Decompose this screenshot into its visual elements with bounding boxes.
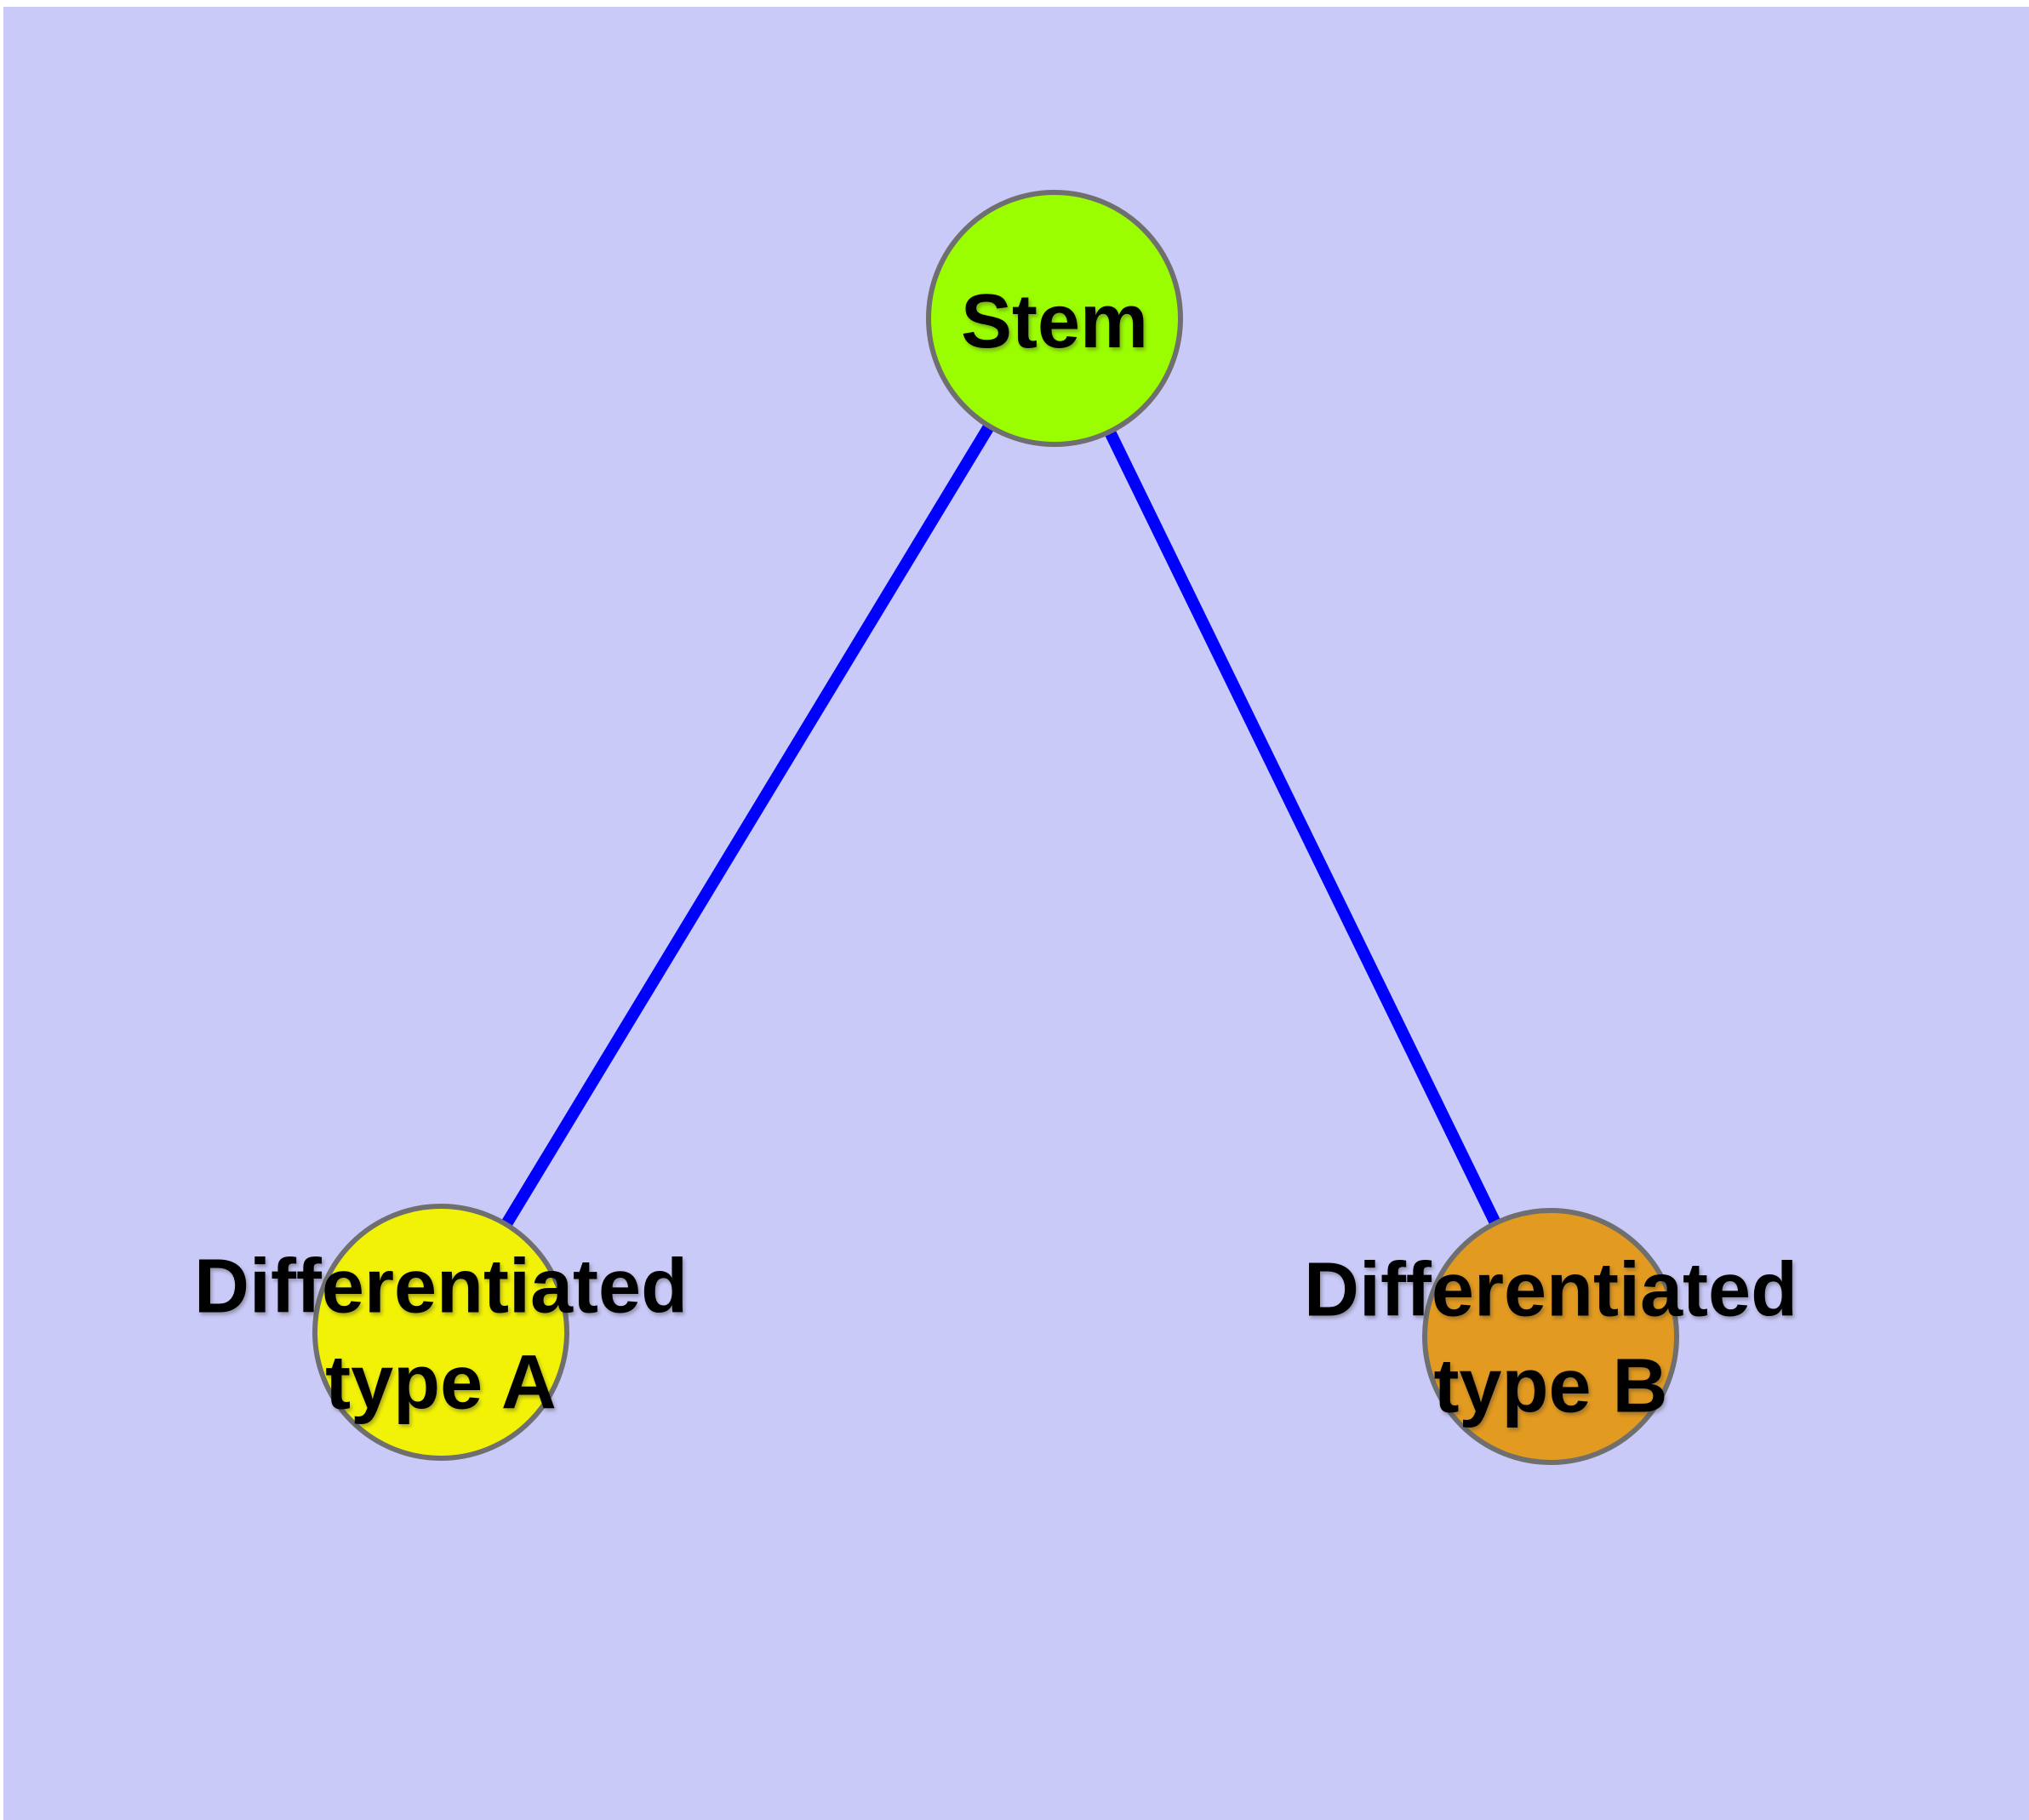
node-type-a-circle [312,1204,569,1461]
node-stem-circle [926,190,1183,447]
edge-stem-type-a [436,315,1060,1336]
edge-stem-type-b [1049,315,1557,1340]
node-type-b-circle [1422,1208,1679,1465]
